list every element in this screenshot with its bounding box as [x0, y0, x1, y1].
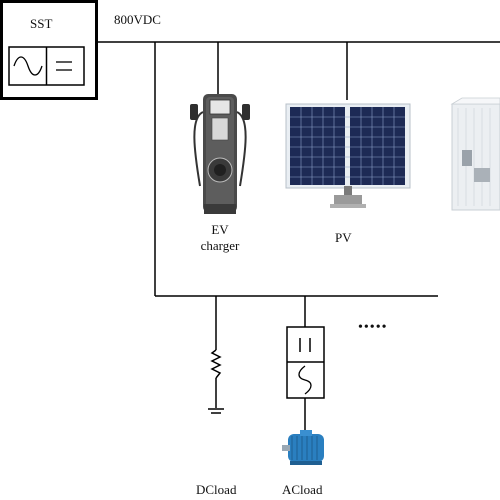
sst-label: SST: [30, 16, 53, 31]
ac-load-label: ACload: [282, 482, 323, 497]
motor-icon: [282, 430, 324, 465]
battery-container-icon: [450, 97, 500, 211]
pv-panel-icon: [285, 103, 411, 208]
dc-bus-main: [97, 41, 500, 432]
ac-wave-icon: [298, 365, 312, 395]
ac-wave-icon: [13, 56, 43, 76]
resistor-icon: [210, 349, 222, 379]
ev-charger-icon: [190, 94, 250, 214]
sst-block: [0, 0, 98, 100]
ev-charger-label-line1: EV: [211, 222, 229, 237]
dc-load-label: DCload: [196, 482, 237, 497]
ev-charger-label-line2: charger: [200, 238, 240, 253]
inverter-block: [286, 326, 325, 399]
dc-symbol-icon: [299, 338, 311, 352]
more-components-indicator: •••••: [358, 320, 388, 335]
ev-charger-label: EV charger: [190, 222, 250, 254]
ground-icon: [208, 408, 224, 414]
pv-label: PV: [335, 230, 352, 245]
bus-voltage-label: 800VDC: [114, 12, 161, 27]
